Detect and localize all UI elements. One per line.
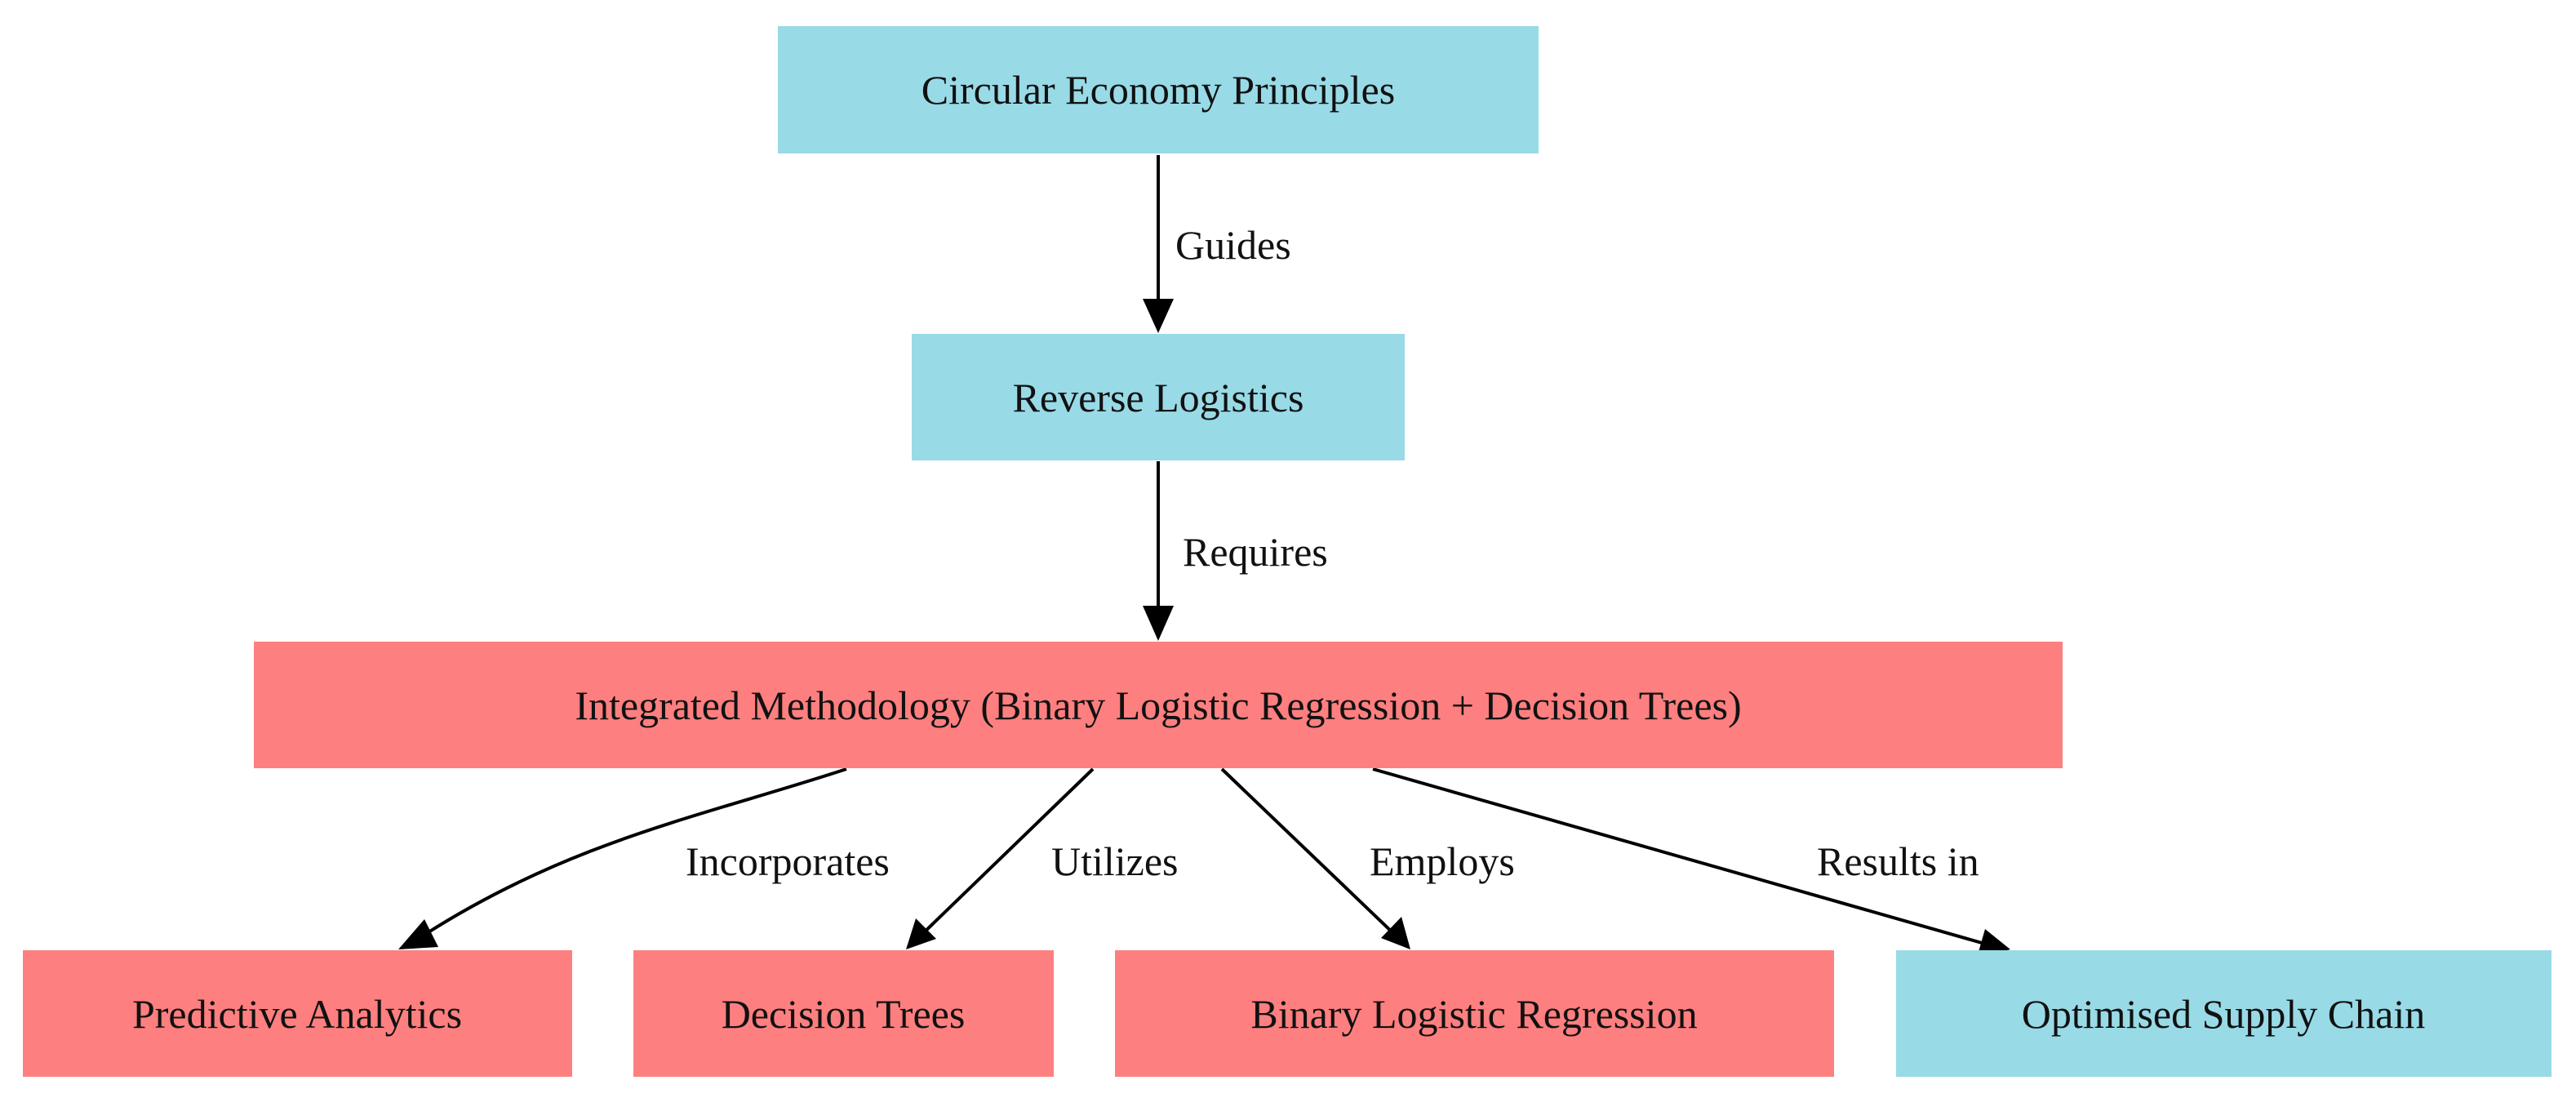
node-optimised-supply-chain-label: Optimised Supply Chain bbox=[2022, 991, 2425, 1037]
edge-employs-line bbox=[1220, 767, 1397, 937]
node-circular-economy-principles: Circular Economy Principles bbox=[778, 26, 1539, 153]
node-reverse-logistics: Reverse Logistics bbox=[912, 334, 1405, 460]
node-optimised-supply-chain: Optimised Supply Chain bbox=[1896, 950, 2552, 1077]
node-circular-economy-principles-label: Circular Economy Principles bbox=[922, 67, 1395, 113]
edge-results-in: Results in bbox=[1372, 767, 2010, 958]
edge-incorporates-line bbox=[423, 767, 847, 936]
node-decision-trees-label: Decision Trees bbox=[722, 991, 966, 1037]
node-predictive-analytics: Predictive Analytics bbox=[23, 950, 572, 1077]
node-reverse-logistics-box bbox=[912, 334, 1405, 460]
edge-employs-label: Employs bbox=[1370, 838, 1515, 884]
node-binary-logistic-regression-label: Binary Logistic Regression bbox=[1250, 991, 1697, 1037]
edge-guides-label: Guides bbox=[1175, 222, 1291, 268]
node-predictive-analytics-label: Predictive Analytics bbox=[132, 991, 462, 1037]
edge-employs-arrowhead bbox=[1381, 917, 1410, 949]
edge-employs: Employs bbox=[1220, 767, 1515, 949]
edge-results-in-label: Results in bbox=[1817, 838, 1979, 884]
node-decision-trees-box bbox=[633, 950, 1054, 1077]
edge-guides: Guides bbox=[1143, 155, 1291, 333]
node-predictive-analytics-box bbox=[23, 950, 572, 1077]
edge-requires-label: Requires bbox=[1183, 529, 1328, 575]
edge-requires: Requires bbox=[1143, 461, 1328, 641]
edge-utilizes-line bbox=[919, 767, 1095, 937]
edge-results-in-line bbox=[1372, 767, 1983, 945]
edge-incorporates: Incorporates bbox=[398, 767, 890, 949]
edge-utilizes-arrowhead bbox=[906, 918, 936, 949]
node-decision-trees: Decision Trees bbox=[633, 950, 1054, 1077]
node-optimised-supply-chain-box bbox=[1896, 950, 2552, 1077]
node-integrated-methodology-box bbox=[254, 642, 2063, 768]
edge-incorporates-arrowhead bbox=[398, 919, 438, 949]
node-integrated-methodology-label: Integrated Methodology (Binary Logistic … bbox=[575, 682, 1741, 728]
node-binary-logistic-regression: Binary Logistic Regression bbox=[1115, 950, 1834, 1077]
edge-guides-arrowhead bbox=[1143, 299, 1174, 333]
edge-utilizes-label: Utilizes bbox=[1051, 838, 1179, 884]
edge-utilizes: Utilizes bbox=[906, 767, 1179, 949]
node-binary-logistic-regression-box bbox=[1115, 950, 1834, 1077]
edge-incorporates-label: Incorporates bbox=[686, 838, 890, 884]
node-integrated-methodology: Integrated Methodology (Binary Logistic … bbox=[254, 642, 2063, 768]
node-reverse-logistics-label: Reverse Logistics bbox=[1013, 375, 1304, 420]
edge-requires-arrowhead bbox=[1143, 606, 1174, 641]
node-circular-economy-principles-box bbox=[778, 26, 1539, 153]
